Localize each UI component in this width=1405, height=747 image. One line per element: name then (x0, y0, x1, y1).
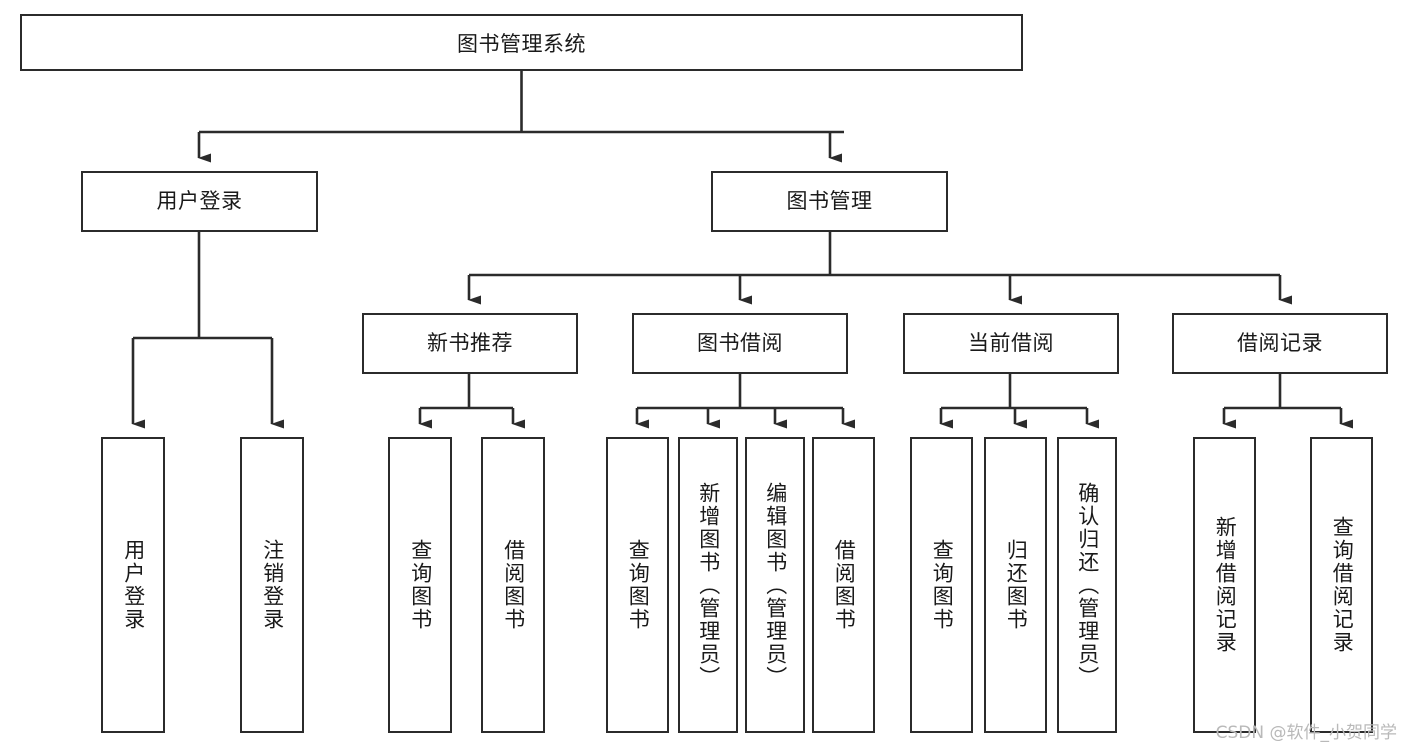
node-leaf-query-book-borrow-label: 查询图书 (626, 539, 651, 631)
node-leaf-edit-book-admin[interactable]: 编辑图书（管理员） (745, 437, 805, 733)
node-leaf-confirm-return-admin-label: 确认归还（管理员） (1075, 481, 1100, 689)
node-leaf-query-book-cur-label: 查询图书 (930, 539, 955, 631)
node-leaf-borrow-book[interactable]: 借阅图书 (812, 437, 875, 733)
node-new-book-rec[interactable]: 新书推荐 (362, 313, 578, 374)
node-book-manage-label: 图书管理 (786, 188, 873, 213)
node-borrow-record[interactable]: 借阅记录 (1172, 313, 1388, 374)
node-leaf-borrow-book-rec-label: 借阅图书 (501, 539, 526, 631)
node-leaf-query-book-borrow[interactable]: 查询图书 (606, 437, 669, 733)
node-leaf-user-logout-label: 注销登录 (260, 539, 285, 631)
node-user-login[interactable]: 用户登录 (81, 171, 318, 232)
node-leaf-add-book-admin-label: 新增图书（管理员） (696, 481, 721, 689)
node-leaf-return-book-label: 归还图书 (1004, 539, 1029, 631)
node-leaf-add-book-admin[interactable]: 新增图书（管理员） (678, 437, 738, 733)
node-leaf-borrow-book-rec[interactable]: 借阅图书 (481, 437, 545, 733)
node-leaf-user-login-label: 用户登录 (121, 539, 146, 631)
node-leaf-query-book-rec[interactable]: 查询图书 (388, 437, 452, 733)
node-current-borrow[interactable]: 当前借阅 (903, 313, 1119, 374)
node-root-label: 图书管理系统 (457, 31, 586, 56)
node-book-borrow[interactable]: 图书借阅 (632, 313, 848, 374)
node-current-borrow-label: 当前借阅 (968, 330, 1054, 355)
node-leaf-user-logout[interactable]: 注销登录 (240, 437, 304, 733)
node-book-borrow-label: 图书借阅 (697, 330, 783, 355)
node-borrow-record-label: 借阅记录 (1237, 330, 1323, 355)
node-leaf-edit-book-admin-label: 编辑图书（管理员） (763, 481, 788, 689)
tree-edges (131, 71, 1353, 429)
node-leaf-borrow-book-label: 借阅图书 (832, 539, 857, 631)
node-book-manage[interactable]: 图书管理 (711, 171, 948, 232)
node-user-login-label: 用户登录 (156, 188, 243, 213)
node-leaf-query-book-cur[interactable]: 查询图书 (910, 437, 973, 733)
node-new-book-rec-label: 新书推荐 (427, 330, 513, 355)
node-leaf-user-login[interactable]: 用户登录 (101, 437, 165, 733)
node-leaf-return-book[interactable]: 归还图书 (984, 437, 1047, 733)
node-leaf-add-borrow-record-label: 新增借阅记录 (1213, 516, 1238, 654)
node-leaf-confirm-return-admin[interactable]: 确认归还（管理员） (1057, 437, 1117, 733)
node-leaf-query-borrow-record-label: 查询借阅记录 (1330, 516, 1355, 654)
node-leaf-query-borrow-record[interactable]: 查询借阅记录 (1310, 437, 1373, 733)
node-leaf-query-book-rec-label: 查询图书 (408, 539, 433, 631)
node-root-system[interactable]: 图书管理系统 (20, 14, 1023, 71)
node-leaf-add-borrow-record[interactable]: 新增借阅记录 (1193, 437, 1256, 733)
